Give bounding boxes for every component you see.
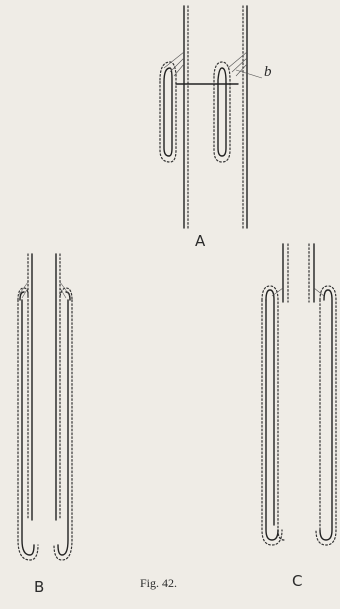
diagram-a-annotation-line [236,70,262,78]
diagram-c [262,244,336,545]
label-c: C [292,572,302,590]
label-a: A [195,232,205,250]
label-b: B [34,578,44,596]
diagram-b-strands [18,282,70,298]
diagram-a-left-fold [160,62,176,162]
diagram-c-left-fold [262,286,284,545]
diagram-a-strands [164,52,247,76]
label-b-annotation: b [264,64,272,81]
diagram-c-strands [272,288,324,296]
diagram-a-right-fold [214,62,230,162]
diagram-c-tube-stub [283,244,314,302]
figure-caption: Fig. 42. [140,576,177,591]
diagram-b [18,254,72,560]
diagram-b-central-tube [28,254,60,520]
diagram-a-central-tube [184,6,247,228]
diagram-b-left-sheath [18,288,38,560]
diagram-c-right-fold [316,286,336,545]
diagram-a [160,6,262,228]
